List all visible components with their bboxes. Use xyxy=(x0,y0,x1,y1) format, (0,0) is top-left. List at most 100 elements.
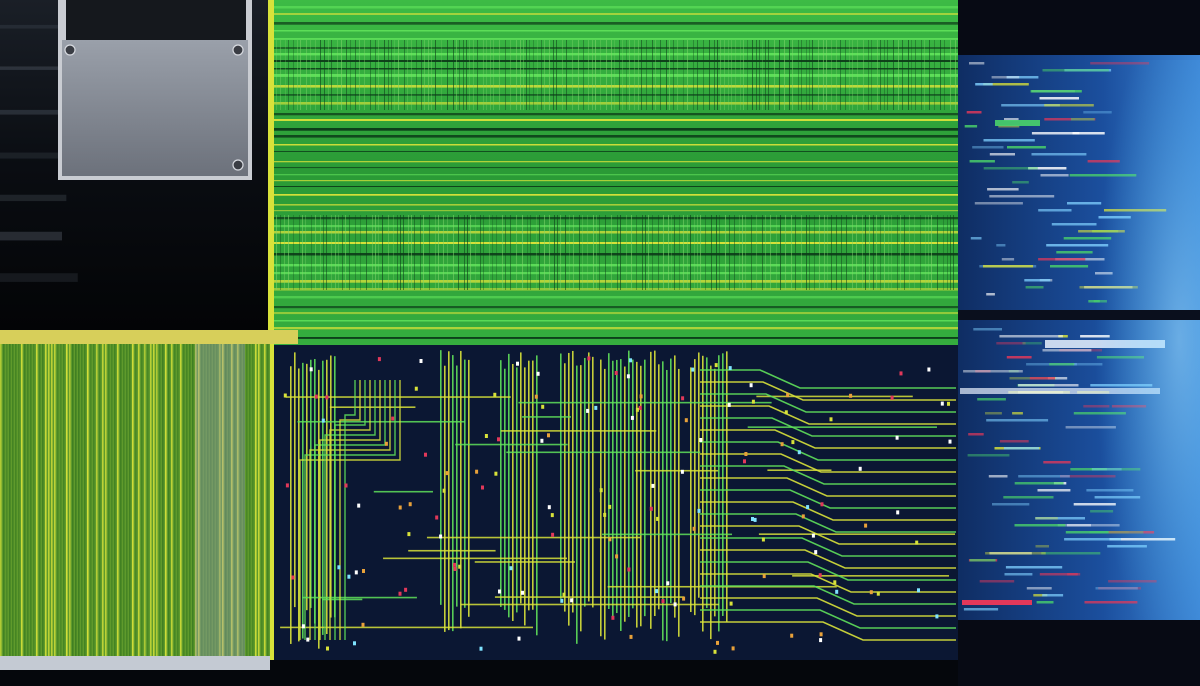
monitor-row xyxy=(970,237,982,240)
component-pad xyxy=(749,383,753,388)
vertical-stripe xyxy=(102,344,104,656)
vertical-stripe xyxy=(207,344,209,656)
component-pad xyxy=(560,598,564,603)
monitor-row xyxy=(1031,153,1087,156)
vertical-tick xyxy=(671,215,672,290)
horizontal-trace xyxy=(274,225,958,228)
vertical-tick xyxy=(868,40,869,110)
bus-trace xyxy=(464,359,466,608)
vertical-tick xyxy=(527,215,528,290)
vertical-tick xyxy=(809,40,810,110)
monitor-row xyxy=(983,167,1038,170)
vertical-tick xyxy=(717,40,718,110)
vertical-stripe xyxy=(12,344,14,656)
bus-trace xyxy=(600,359,602,637)
vertical-tick xyxy=(393,215,394,290)
bus-trace xyxy=(604,368,606,640)
vertical-tick xyxy=(620,215,621,290)
horizontal-trace xyxy=(274,217,958,220)
vertical-tick xyxy=(566,40,567,110)
vertical-tick xyxy=(909,215,910,290)
bus-trace xyxy=(726,351,728,622)
vertical-tick xyxy=(553,40,554,110)
monitor-row xyxy=(996,342,1026,345)
curved-trace xyxy=(700,525,956,545)
component-pad xyxy=(626,374,630,379)
component-pad xyxy=(407,532,411,537)
vertical-tick xyxy=(536,215,537,290)
vertical-tick xyxy=(382,215,383,290)
vertical-tick xyxy=(697,40,698,110)
bus-trace xyxy=(500,360,502,607)
vertical-tick xyxy=(529,40,530,110)
bus-trace xyxy=(452,355,454,632)
pcb-left-header-bar xyxy=(0,330,298,344)
bus-trace xyxy=(592,356,594,608)
route-trace xyxy=(521,416,571,418)
component-pad xyxy=(661,599,665,604)
light-streak xyxy=(0,66,81,70)
route-trace xyxy=(373,490,433,493)
component-pad xyxy=(309,367,313,372)
vertical-tick xyxy=(384,40,385,110)
bus-trace xyxy=(624,366,626,622)
vertical-tick xyxy=(288,215,289,290)
vertical-tick xyxy=(937,215,938,290)
vertical-tick xyxy=(724,40,725,110)
vertical-tick xyxy=(421,40,422,110)
vertical-tick xyxy=(734,215,735,290)
horizontal-trace xyxy=(274,280,958,283)
vertical-tick xyxy=(569,215,570,290)
vertical-tick xyxy=(638,40,639,110)
vertical-stripe xyxy=(123,344,125,656)
vertical-tick xyxy=(831,40,832,110)
horizontal-trace xyxy=(274,102,958,105)
vertical-stripe xyxy=(141,344,143,656)
component-pad xyxy=(811,533,815,538)
bus-trace xyxy=(628,350,630,617)
component-pad xyxy=(797,450,801,455)
bus-trace xyxy=(616,359,618,614)
component-pad xyxy=(751,517,754,521)
component-pad xyxy=(498,589,501,594)
vertical-tick xyxy=(731,40,732,110)
vertical-stripe xyxy=(114,344,116,656)
bus-trace xyxy=(588,352,590,602)
vertical-tick xyxy=(606,40,607,110)
monitor-row xyxy=(1003,496,1054,499)
monitor-row xyxy=(968,433,984,436)
monitor-row xyxy=(996,244,1006,247)
vertical-stripe xyxy=(108,344,110,656)
vertical-tick xyxy=(622,40,623,110)
vertical-tick xyxy=(554,215,555,290)
vertical-tick xyxy=(323,215,324,290)
vertical-stripe xyxy=(24,344,26,656)
route-trace xyxy=(302,596,417,599)
vertical-tick xyxy=(617,215,618,290)
vertical-tick xyxy=(375,215,376,290)
component-pad xyxy=(691,367,695,372)
component-pad xyxy=(398,591,402,596)
curved-trace xyxy=(700,597,956,617)
vertical-tick xyxy=(456,40,457,110)
monitor-row xyxy=(963,370,1023,373)
vertical-tick xyxy=(751,215,752,290)
monitor-row xyxy=(983,265,1034,268)
vertical-tick xyxy=(950,215,951,290)
vertical-stripe xyxy=(30,344,32,656)
vertical-tick xyxy=(407,40,408,110)
component-pad xyxy=(630,415,634,420)
vertical-tick xyxy=(703,40,704,110)
vertical-stripe xyxy=(111,344,113,656)
vertical-tick xyxy=(565,215,566,290)
component-pad xyxy=(445,471,449,476)
vertical-tick xyxy=(888,215,889,290)
vertical-tick xyxy=(579,215,580,290)
vertical-tick xyxy=(502,215,503,290)
vertical-stripe xyxy=(39,344,41,656)
vertical-tick xyxy=(806,215,807,290)
vertical-tick xyxy=(856,215,857,290)
vertical-tick xyxy=(652,215,653,290)
vertical-tick xyxy=(388,215,389,290)
route-trace xyxy=(285,396,511,398)
